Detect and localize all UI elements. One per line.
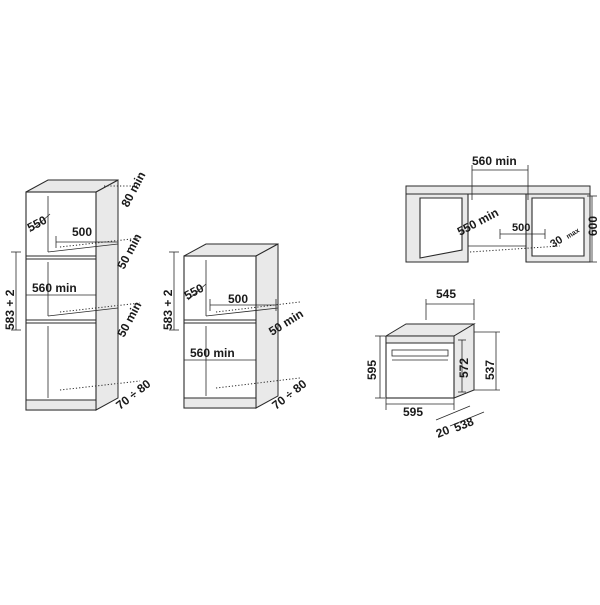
oven-total-depth-label: 538	[452, 414, 476, 435]
tall-top-gap-label: 80 min	[118, 169, 148, 209]
tall-opening-depth-label: 500	[72, 225, 92, 239]
oven-body-height-label: 572	[457, 358, 471, 378]
under-width-label: 560 min	[190, 346, 235, 360]
oven-front-height-label: 595	[365, 360, 379, 380]
oven-depth-label: 537	[483, 360, 497, 380]
counter-installation	[405, 165, 597, 263]
under-height-label: 583 + 2	[161, 289, 175, 330]
tall-cabinet	[11, 179, 141, 411]
under-counter-cabinet	[169, 243, 301, 409]
counter-height-label: 600	[586, 216, 600, 236]
counter-opening-depth-label: 500	[512, 222, 530, 234]
tall-height-label: 583 + 2	[3, 289, 17, 330]
counter-gap-label: 30	[548, 234, 565, 251]
oven	[375, 299, 500, 427]
oven-top-width-label: 545	[436, 287, 456, 301]
oven-door-thickness-label: 20	[434, 423, 452, 441]
tall-middle-gap-label: 50 min	[114, 299, 144, 339]
tall-upper-gap-label: 50 min	[114, 231, 144, 271]
under-opening-depth-label: 500	[228, 292, 248, 306]
tall-width-label: 560 min	[32, 281, 77, 295]
counter-width-label: 560 min	[472, 154, 517, 168]
oven-front-width-label: 595	[403, 405, 423, 419]
